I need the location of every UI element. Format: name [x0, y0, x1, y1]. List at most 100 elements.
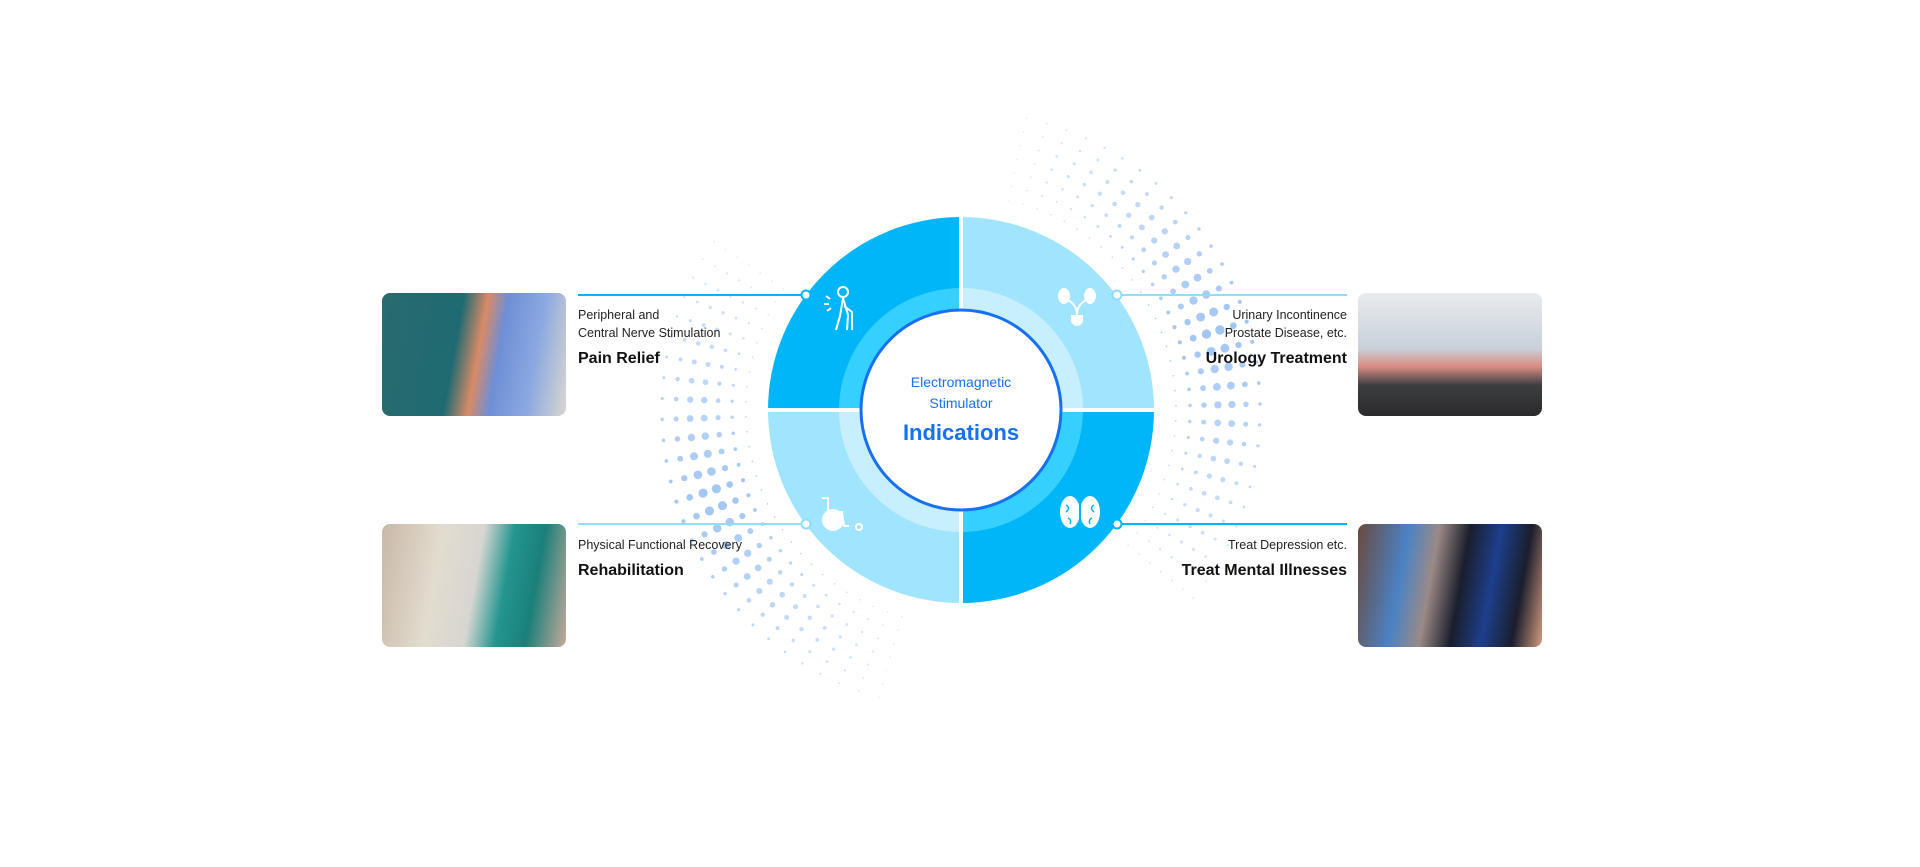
decorative-dot — [736, 462, 741, 467]
decorative-dot — [733, 447, 738, 451]
decorative-dot — [1076, 228, 1078, 230]
decorative-dot — [1066, 174, 1070, 179]
rehabilitation-photo — [382, 524, 566, 647]
decorative-dot — [748, 371, 751, 373]
decorative-dot — [1193, 572, 1196, 575]
decorative-dot — [1138, 168, 1142, 172]
decorative-dot — [1159, 205, 1164, 210]
pain-relief-photo — [382, 293, 566, 416]
decorative-dot — [1204, 555, 1207, 558]
decorative-dot — [766, 503, 769, 505]
pain-relief-subtitle: Peripheral and Central Nerve Stimulation — [578, 306, 720, 342]
decorative-dot — [1161, 228, 1168, 235]
decorative-dot — [747, 264, 750, 267]
decorative-dot — [783, 650, 787, 654]
decorative-dot — [1120, 245, 1124, 249]
rehabilitation-title: Rehabilitation — [578, 562, 684, 579]
pain-relief-title: Pain Relief — [578, 350, 660, 367]
decorative-dot — [1175, 404, 1177, 407]
wheelchair-icon — [822, 497, 863, 531]
decorative-dot — [687, 396, 694, 403]
decorative-dot — [722, 541, 730, 549]
decorative-dot — [799, 626, 804, 632]
decorative-dot — [889, 656, 891, 658]
decorative-dot — [1121, 267, 1124, 270]
decorative-dot — [755, 475, 758, 477]
decorative-dot — [1172, 325, 1177, 330]
decorative-dot — [1224, 458, 1231, 465]
decorative-dot — [1214, 419, 1222, 427]
decorative-dot — [1148, 561, 1151, 564]
decorative-dot — [800, 573, 804, 576]
decorative-dot — [713, 265, 716, 268]
decorative-dot — [833, 583, 836, 585]
decorative-dot — [789, 561, 793, 565]
decorative-dot — [701, 396, 708, 404]
decorative-dot — [736, 256, 738, 259]
decorative-dot — [859, 598, 861, 601]
decorative-dot — [1186, 435, 1190, 439]
decorative-dot — [1176, 482, 1179, 486]
decorative-dot — [675, 315, 679, 318]
decorative-dot — [1120, 190, 1126, 196]
decorative-dot — [760, 612, 765, 617]
decorative-dot — [1161, 274, 1167, 280]
decorative-dot — [1181, 563, 1185, 567]
decorative-dot — [1205, 580, 1208, 583]
decorative-dot — [1151, 237, 1158, 244]
decorative-dot — [778, 549, 782, 553]
decorative-dot — [741, 301, 745, 304]
decorative-dot — [691, 359, 697, 365]
decorative-dot — [1172, 265, 1180, 273]
decorative-dot — [1147, 304, 1150, 306]
decorative-dot — [1096, 225, 1100, 228]
decorative-dot — [1184, 257, 1192, 266]
decorative-dot — [1135, 202, 1141, 208]
decorative-dot — [1197, 453, 1202, 459]
decorative-dot — [1226, 544, 1229, 547]
decorative-dot — [1096, 158, 1100, 162]
decorative-dot — [831, 647, 836, 651]
decorative-dot — [730, 415, 734, 419]
decorative-dot — [777, 570, 783, 575]
decorative-dot — [673, 396, 679, 402]
center-title: Indications — [902, 420, 1020, 445]
decorative-dot — [716, 288, 720, 292]
decorative-dot — [1215, 285, 1222, 292]
decorative-dot — [698, 488, 708, 498]
decorative-dot — [1158, 492, 1160, 495]
decorative-dot — [1220, 262, 1224, 266]
decorative-dot — [731, 431, 735, 435]
decorative-dot — [1063, 220, 1066, 223]
decorative-dot — [662, 376, 666, 380]
decorative-dot — [1037, 149, 1040, 152]
decorative-dot — [855, 643, 858, 647]
decorative-dot — [1200, 385, 1206, 392]
decorative-dot — [1111, 256, 1114, 259]
decorative-dot — [746, 493, 751, 498]
decorative-dot — [1165, 345, 1168, 348]
rehabilitation-subtitle: Physical Functional Recovery — [578, 538, 742, 552]
decorative-dot — [1244, 319, 1249, 324]
decorative-dot — [1256, 444, 1260, 448]
decorative-dot — [701, 432, 710, 440]
decorative-dot — [736, 608, 741, 612]
decorative-dot — [1196, 312, 1206, 322]
decorative-dot — [734, 316, 738, 320]
decorative-dot — [1141, 269, 1145, 274]
decorative-dot — [1193, 470, 1198, 475]
decorative-dot — [1188, 403, 1192, 408]
decorative-dot — [1168, 533, 1171, 537]
decorative-dot — [746, 431, 748, 433]
decorative-dot — [739, 512, 746, 520]
decorative-dot — [1188, 419, 1192, 424]
decorative-dot — [1173, 434, 1176, 437]
decorative-dot — [1112, 201, 1118, 207]
decorative-dot — [1126, 212, 1132, 218]
decorative-dot — [760, 489, 763, 491]
decorative-dot — [661, 438, 666, 443]
decorative-dot — [1010, 185, 1012, 188]
decorative-dot — [1195, 507, 1200, 513]
decorative-dot — [1257, 423, 1262, 427]
decorative-dot — [846, 591, 848, 594]
